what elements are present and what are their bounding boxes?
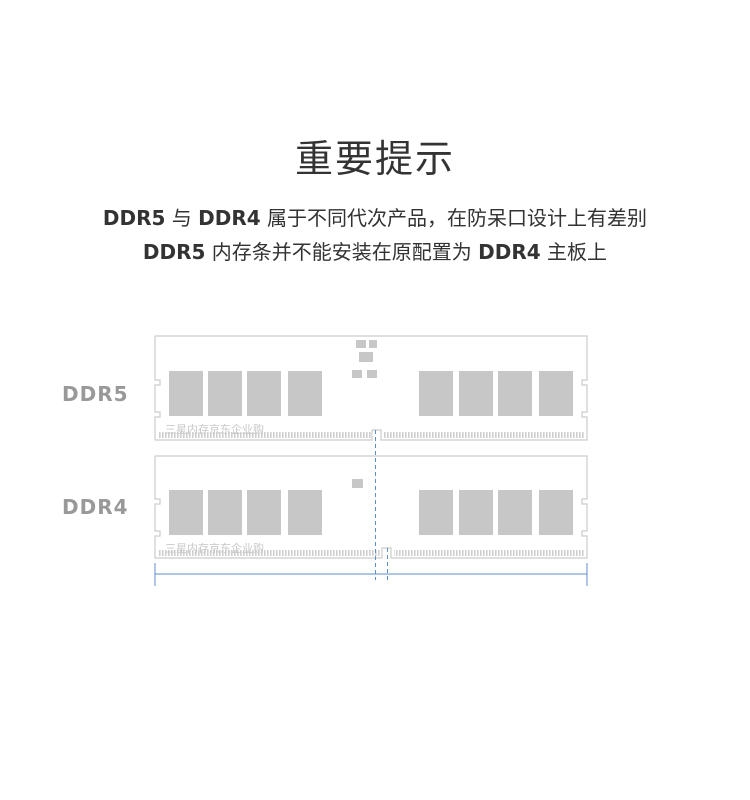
- ddr5-chip: [419, 371, 453, 416]
- ddr5-text: DDR5: [142, 240, 206, 264]
- ddr5-module-outline: [154, 335, 588, 441]
- ddr5-module: 三星内存京东企业购: [154, 335, 588, 441]
- notice-line-2: DDR5 内存条并不能安装在原配置为 DDR4 主板上: [0, 236, 750, 265]
- ddr4-chip: [539, 490, 573, 535]
- ddr5-pins-left: [158, 432, 371, 438]
- ddr5-spd-chip: [367, 370, 377, 378]
- ddr4-spd-chip: [352, 479, 363, 488]
- ddr5-chip: [208, 371, 242, 416]
- notice-text: 主板上: [540, 240, 608, 264]
- notice-text: 属于不同代次产品，在防呆口设计上有差别: [260, 206, 648, 230]
- ddr4-text: DDR4: [198, 206, 261, 230]
- ddr5-pmic-chip: [359, 352, 373, 362]
- ddr5-chip: [498, 371, 532, 416]
- ddr5-chip: [169, 371, 203, 416]
- ddr4-label: DDR4: [62, 495, 129, 519]
- ddr4-chip: [169, 490, 203, 535]
- notice-text: 与: [165, 206, 199, 230]
- watermark-text: 三星内存京东企业购: [165, 422, 264, 436]
- ddr4-module-outline: [154, 455, 588, 559]
- ddr5-text: DDR5: [102, 206, 166, 230]
- ddr5-chip: [459, 371, 493, 416]
- ddr4-module: 三星内存京东企业购: [154, 455, 588, 559]
- ddr4-chip: [208, 490, 242, 535]
- ddr4-chip: [419, 490, 453, 535]
- ddr5-spd-chip: [352, 370, 362, 378]
- ddr4-chip: [247, 490, 281, 535]
- ddr5-pins-right: [384, 432, 584, 438]
- notice-line-1: DDR5 与 DDR4 属于不同代次产品，在防呆口设计上有差别: [0, 202, 750, 231]
- watermark-text: 三星内存京东企业购: [165, 541, 264, 555]
- ddr5-chip: [247, 371, 281, 416]
- ddr4-pins-right: [394, 550, 584, 556]
- ddr4-text: DDR4: [478, 240, 541, 264]
- ddr5-label: DDR5: [62, 382, 129, 406]
- page-title: 重要提示: [294, 137, 455, 181]
- ddr4-chip: [459, 490, 493, 535]
- ddr5-pmic-chip: [356, 340, 366, 348]
- ddr5-chip: [539, 371, 573, 416]
- ddr4-chip: [498, 490, 532, 535]
- notch-guide-lines: [154, 430, 588, 586]
- ddr5-pmic-chip: [369, 340, 377, 348]
- ddr5-chip: [288, 371, 322, 416]
- ddr4-pins-left: [158, 550, 381, 556]
- notice-text: 内存条并不能安装在原配置为: [205, 240, 479, 264]
- ddr4-chip: [288, 490, 322, 535]
